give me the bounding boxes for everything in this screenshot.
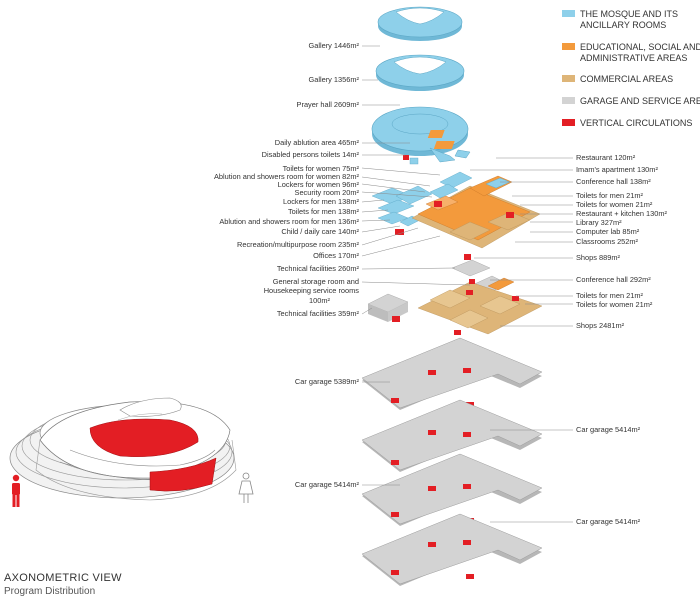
label-recreation-room: Recreation/multipurpose room 235m² [237, 240, 360, 249]
label-restaurant: Restaurant 120m² [576, 153, 636, 162]
label-gallery-1356: Gallery 1356m² [308, 75, 359, 84]
label-toilets-men-21: Toilets for men 21m² [576, 191, 643, 200]
label-storage-area: 100m² [309, 296, 330, 305]
label-computer-lab: Computer lab 85m² [576, 227, 640, 236]
legend: THE MOSQUE AND ITS ANCILLARY ROOMS EDUCA… [562, 9, 700, 128]
label-conference-292: Conference hall 292m² [576, 275, 651, 284]
legend-item-commercial: COMMERCIAL AREAS [562, 74, 673, 84]
legend-item-vertical: VERTICAL CIRCULATIONS [562, 118, 692, 128]
gallery-second [375, 54, 465, 91]
label-conference-138: Conference hall 138m² [576, 177, 651, 186]
label-imam-apartment: Imam's apartment 130m² [576, 165, 658, 174]
building-axonometric [9, 397, 237, 501]
garage-slab-3 [361, 453, 543, 526]
label-daily-ablution: Daily ablution area 465m² [275, 138, 360, 147]
label-toilets-men: Toilets for men 138m² [288, 207, 360, 216]
label-shops-889: Shops 889m² [576, 253, 620, 262]
label-toilets-women: Toilets for women 75m² [283, 164, 360, 173]
label-garage-5414-left: Car garage 5414m² [295, 480, 360, 489]
legend-label: GARAGE AND SERVICE AREAS [580, 96, 700, 106]
garage-slab-4 [361, 513, 543, 586]
label-ablution-women: Ablution and showers room for women 82m² [214, 172, 360, 181]
label-technical-359: Technical facilities 359m² [277, 309, 360, 318]
gallery-top [377, 6, 463, 41]
legend-label: VERTICAL CIRCULATIONS [580, 118, 692, 128]
legend-label: ANCILLARY ROOMS [580, 20, 666, 30]
label-lockers-men: Lockers for men 138m² [283, 197, 360, 206]
view-title: AXONOMETRIC VIEW [4, 572, 122, 584]
legend-label: THE MOSQUE AND ITS [580, 9, 678, 19]
label-toilets-women-21: Toilets for women 21m² [576, 200, 653, 209]
man-icon [12, 474, 20, 507]
legend-label: ADMINISTRATIVE AREAS [580, 53, 687, 63]
garage-slab-1 [361, 337, 543, 410]
label-disabled-toilets: Disabled persons toilets 14m² [262, 150, 360, 159]
labels-right: Restaurant 120m² Imam's apartment 130m² … [576, 153, 668, 526]
label-shops-2481: Shops 2481m² [576, 321, 625, 330]
view-subtitle: Program Distribution [4, 586, 95, 597]
label-lockers-women: Lockers for women 96m² [278, 180, 360, 189]
legend-swatch-garage [562, 97, 575, 104]
legend-label: COMMERCIAL AREAS [580, 74, 673, 84]
woman-icon [238, 472, 254, 503]
level-commercial [367, 259, 543, 335]
legend-item-mosque: THE MOSQUE AND ITS ANCILLARY ROOMS [562, 9, 678, 30]
label-prayer-hall: Prayer hall 2609m² [297, 100, 360, 109]
label-garage-5414-right-2: Car garage 5414m² [576, 517, 641, 526]
label-gallery-1446: Gallery 1446m² [308, 41, 359, 50]
label-restaurant-kitchen: Restaurant + kitchen 130m² [576, 209, 668, 218]
label-security-room: Security room 20m² [295, 188, 360, 197]
legend-label: EDUCATIONAL, SOCIAL AND [580, 42, 700, 52]
label-classrooms: Classrooms 252m² [576, 237, 639, 246]
legend-swatch-educational [562, 43, 575, 50]
label-technical-260: Technical facilities 260m² [277, 264, 360, 273]
legend-swatch-commercial [562, 75, 575, 82]
prayer-hall [371, 106, 471, 165]
label-toilets-men-21-l2: Toilets for men 21m² [576, 291, 643, 300]
label-toilets-women-21-l2: Toilets for women 21m² [576, 300, 653, 309]
legend-item-garage: GARAGE AND SERVICE AREAS [562, 96, 700, 106]
label-garage-5414-right-1: Car garage 5414m² [576, 425, 641, 434]
label-storage-line1: General storage room and [273, 277, 359, 286]
labels-left: Gallery 1446m² Gallery 1356m² Prayer hal… [214, 41, 360, 489]
label-ablution-men: Ablution and showers room for men 136m² [219, 217, 359, 226]
leader-lines [361, 45, 573, 523]
legend-item-educational: EDUCATIONAL, SOCIAL AND ADMINISTRATIVE A… [562, 42, 700, 63]
legend-swatch-mosque [562, 10, 575, 17]
label-storage-line2: Housekeeping service rooms [264, 286, 360, 295]
label-offices: Offices 170m² [313, 251, 359, 260]
label-garage-5389: Car garage 5389m² [295, 377, 360, 386]
legend-swatch-vertical [562, 119, 575, 126]
label-child-care: Child / daily care 140m² [281, 227, 359, 236]
label-library: Library 327m² [576, 218, 622, 227]
